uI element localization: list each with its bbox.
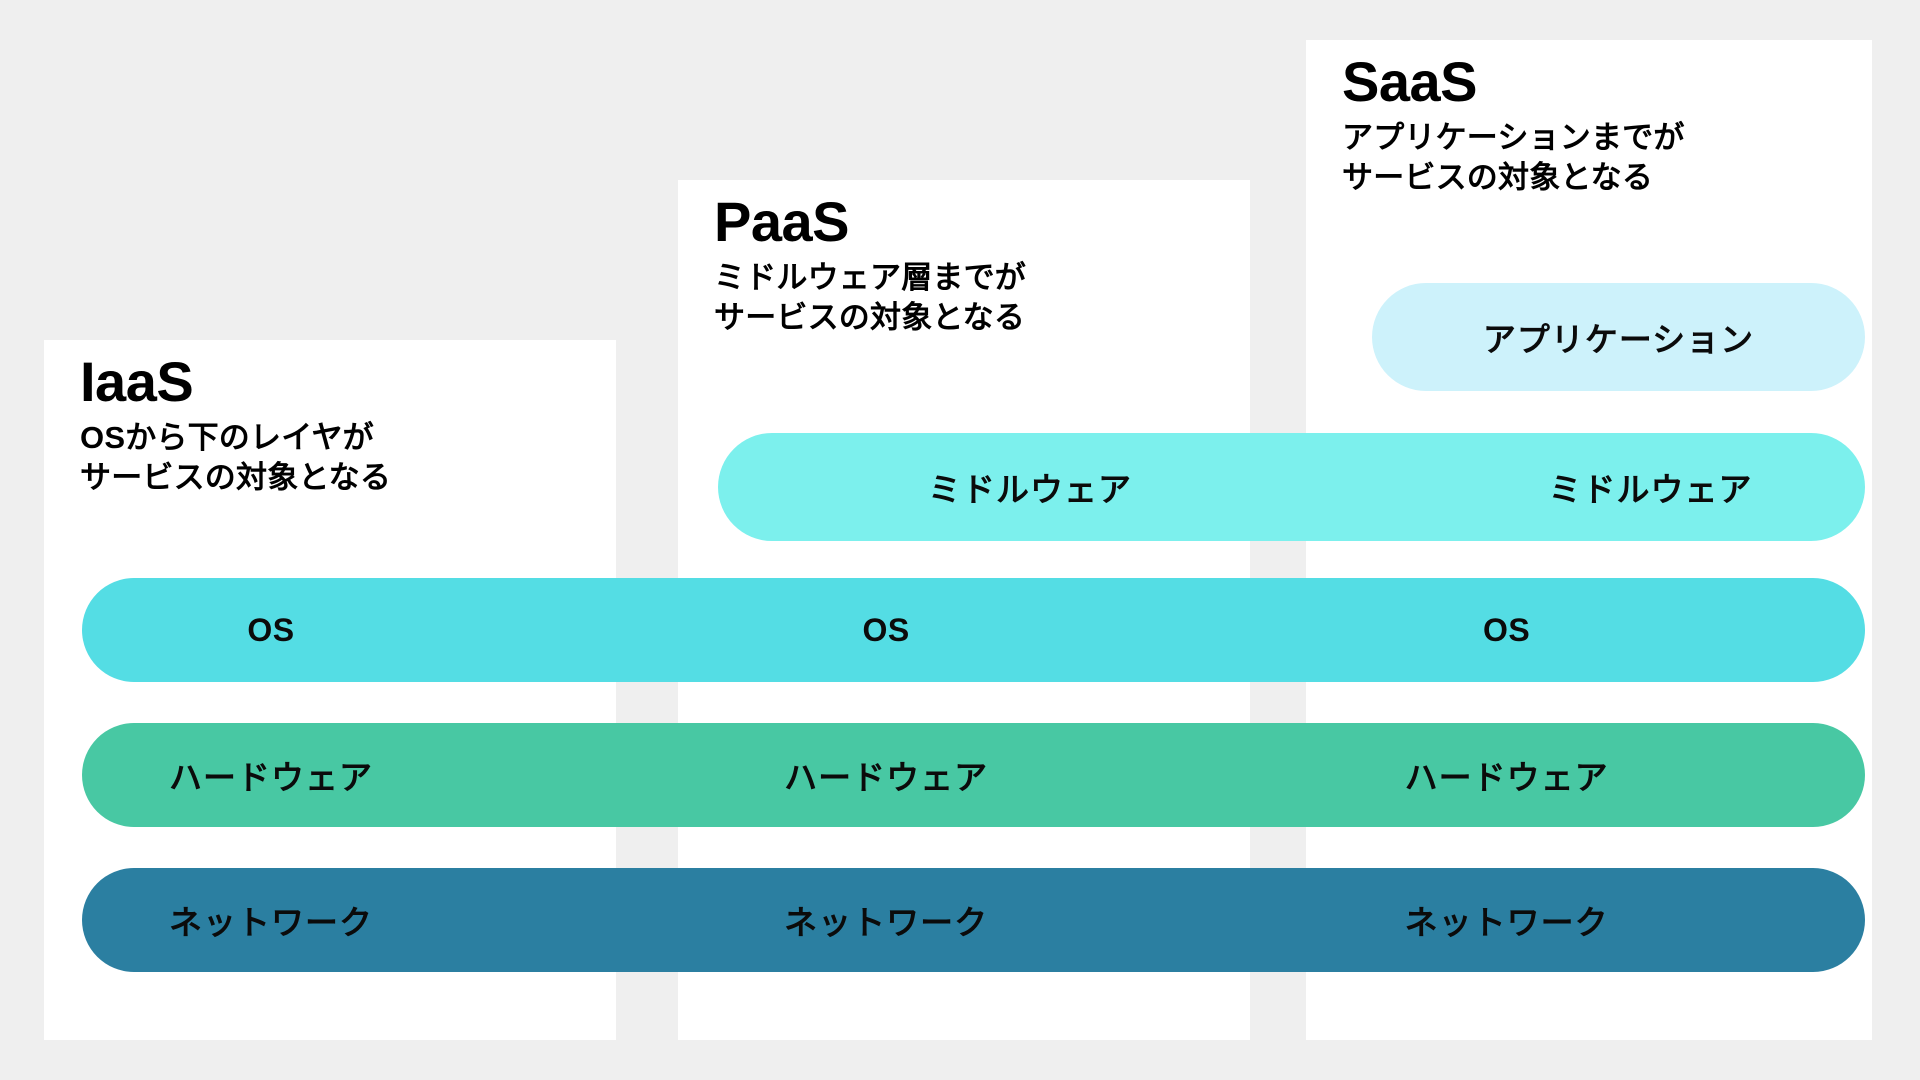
card-header-paas: PaaS ミドルウェア層までが サービスの対象となる	[714, 190, 1026, 338]
card-description-saas: アプリケーションまでが サービスの対象となる	[1342, 120, 1685, 196]
layer-bar-os: OS OS OS	[82, 578, 1865, 682]
card-header-iaas: IaaS OSから下のレイヤが サービスの対象となる	[80, 350, 392, 498]
layer-label-hardware-saas: ハードウェア	[1404, 759, 1609, 796]
card-description-paas: ミドルウェア層までが サービスの対象となる	[714, 260, 1026, 336]
layer-label-network-saas: ネットワーク	[1404, 904, 1609, 941]
card-title-iaas: IaaS	[80, 350, 194, 413]
layer-label-middleware-paas: ミドルウェア	[927, 471, 1132, 508]
layer-label-os-iaas: OS	[247, 611, 295, 648]
card-header-saas: SaaS アプリケーションまでが サービスの対象となる	[1342, 50, 1685, 198]
layer-label-os-paas: OS	[862, 611, 910, 648]
layer-label-network-iaas: ネットワーク	[168, 904, 373, 941]
layer-label-os-saas: OS	[1482, 611, 1531, 648]
layer-label-middleware-saas: ミドルウェア	[1548, 471, 1753, 508]
layer-label-hardware-iaas: ハードウェア	[168, 759, 373, 796]
layer-label-hardware-paas: ハードウェア	[784, 759, 989, 796]
layer-label-application-saas: アプリケーション	[1482, 321, 1755, 358]
card-title-paas: PaaS	[714, 190, 850, 253]
layer-bar-middleware: ミドルウェア ミドルウェア	[718, 433, 1865, 541]
layer-label-network-paas: ネットワーク	[784, 904, 989, 941]
card-title-saas: SaaS	[1342, 50, 1477, 113]
layer-bar-network: ネットワーク ネットワーク ネットワーク	[82, 868, 1865, 972]
layer-bar-application: アプリケーション	[1372, 283, 1865, 391]
layer-bar-hardware: ハードウェア ハードウェア ハードウェア	[82, 723, 1865, 827]
card-description-iaas: OSから下のレイヤが サービスの対象となる	[80, 420, 392, 496]
